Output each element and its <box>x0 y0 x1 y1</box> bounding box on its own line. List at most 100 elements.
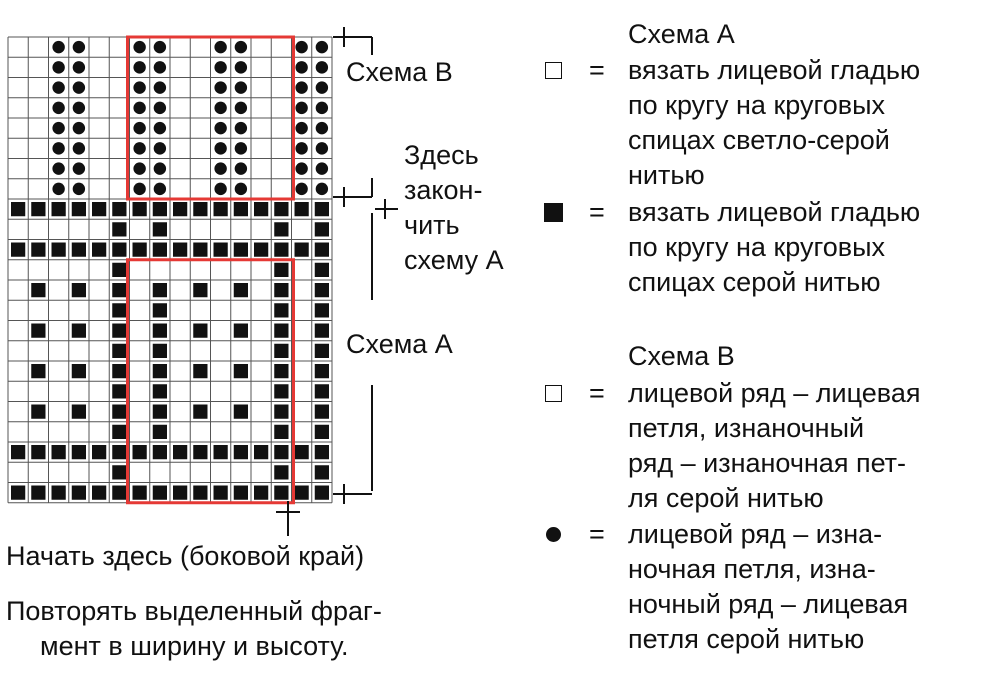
stitch-square <box>233 364 248 379</box>
stitch-square <box>254 202 269 217</box>
legend-a1-line-4: нитью <box>628 160 705 190</box>
stitch-dot <box>295 101 308 115</box>
stitch-square <box>233 242 248 257</box>
stitch-dot <box>133 182 146 196</box>
stitch-square <box>31 404 46 419</box>
stitch-square <box>152 222 167 237</box>
stitch-square <box>152 485 167 500</box>
stitch-square <box>294 202 309 217</box>
legend-equals: = <box>589 55 605 85</box>
stitch-square <box>112 445 127 460</box>
stitch-square <box>31 445 46 460</box>
stitch-dot <box>153 142 167 155</box>
stitch-dot <box>133 162 146 175</box>
legend-a2-line-1: вязать лицевой гладью <box>628 197 921 227</box>
stitch-dot <box>214 61 227 74</box>
stitch-square <box>112 262 127 277</box>
stitch-square <box>274 323 289 338</box>
stitch-square <box>173 202 188 217</box>
stitch-square <box>294 445 309 460</box>
stitch-dot <box>234 121 248 135</box>
stitch-square <box>193 202 208 217</box>
stitch-dot <box>315 142 329 155</box>
legend-b2-line-1: лицевой ряд – изна- <box>628 519 883 549</box>
stitch-dot <box>295 142 308 155</box>
stitch-dot <box>52 101 65 115</box>
stitch-dot <box>52 81 65 94</box>
stitch-square <box>274 343 289 358</box>
stitch-square <box>71 283 86 298</box>
stitch-dot <box>52 61 65 74</box>
legend-b1-line-3: ряд – изнаночная пет- <box>628 448 907 478</box>
stitch-square <box>274 445 289 460</box>
legend-empty-square-icon <box>545 62 562 79</box>
stitch-dot <box>72 182 86 196</box>
stitch-dot <box>72 61 86 74</box>
legend-equals: = <box>589 197 605 227</box>
legend-b2-line-2: ночная петля, изна- <box>628 554 876 584</box>
legend-a2-line-2: по кругу на круговых <box>628 232 885 262</box>
stitch-square <box>193 242 208 257</box>
stitch-square <box>193 404 208 419</box>
stitch-dot <box>295 40 308 54</box>
stitch-square <box>92 242 107 257</box>
stitch-square <box>132 202 147 217</box>
stitch-square <box>152 323 167 338</box>
stitch-dot <box>295 81 308 94</box>
stitch-square <box>314 364 329 379</box>
stitch-dot <box>72 40 86 54</box>
stitch-dot <box>133 142 146 155</box>
stitch-dot <box>133 121 146 135</box>
stitch-square <box>112 485 127 500</box>
stitch-dot <box>133 40 146 54</box>
legend-empty-square-icon <box>545 385 562 402</box>
stitch-square <box>92 485 107 500</box>
stitch-square <box>112 404 127 419</box>
stitch-square <box>152 364 167 379</box>
chart-brackets <box>276 27 398 536</box>
stitch-square <box>112 364 127 379</box>
legend-b1-line-2: петля, изнаночный <box>628 413 865 443</box>
stitch-square <box>112 202 127 217</box>
stitch-dot <box>234 40 248 54</box>
stitch-square <box>213 485 228 500</box>
legend-a1-line-1: вязать лицевой гладью <box>628 55 921 85</box>
stitch-square <box>152 445 167 460</box>
legend-filled-square-icon <box>544 203 563 222</box>
stitch-dot <box>214 182 227 196</box>
stitch-square <box>274 303 289 318</box>
stitch-square <box>132 242 147 257</box>
stitch-dot <box>214 101 227 115</box>
stitch-dot <box>214 142 227 155</box>
stitch-square <box>233 283 248 298</box>
stitch-square <box>314 343 329 358</box>
stitch-square <box>112 343 127 358</box>
end-here-line-1: Здесь <box>404 140 479 170</box>
stitch-square <box>233 323 248 338</box>
stitch-square <box>112 424 127 439</box>
stitch-square <box>112 283 127 298</box>
stitch-square <box>274 465 289 480</box>
stitch-square <box>314 424 329 439</box>
stitch-square <box>152 384 167 399</box>
stitch-square <box>213 242 228 257</box>
stitch-dot <box>234 101 248 115</box>
end-here-line-4: схему A <box>404 245 504 275</box>
stitch-dot <box>295 182 308 196</box>
stitch-square <box>294 485 309 500</box>
stitch-square <box>274 485 289 500</box>
stitch-dot <box>214 162 227 175</box>
legend-b1-line-1: лицевой ряд – лицевая <box>628 378 921 408</box>
stitch-square <box>314 242 329 257</box>
stitch-dot <box>153 40 167 54</box>
stitch-square <box>152 202 167 217</box>
stitch-square <box>254 445 269 460</box>
stitch-square <box>173 242 188 257</box>
stitch-dot <box>315 101 329 115</box>
stitch-square <box>314 262 329 277</box>
stitch-dot <box>295 61 308 74</box>
stitch-square <box>152 303 167 318</box>
stitch-dot <box>234 182 248 196</box>
stitch-square <box>193 283 208 298</box>
stitch-square <box>71 202 86 217</box>
